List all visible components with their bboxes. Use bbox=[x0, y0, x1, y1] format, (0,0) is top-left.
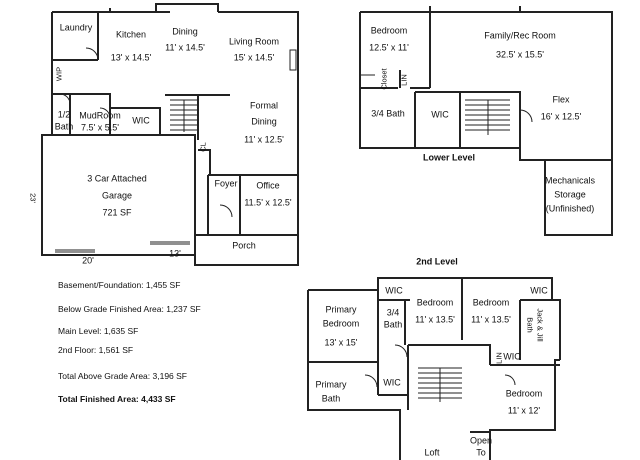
mech-label-2: Storage bbox=[554, 189, 586, 200]
stat-second-floor: 2nd Floor: 1,561 SF bbox=[58, 345, 134, 355]
bath34-label: 3/4 bbox=[386, 307, 400, 318]
garage-size: 721 SF bbox=[102, 207, 132, 218]
open-to-label-2: To bbox=[476, 447, 486, 458]
bedroom-c-size: 11' x 12' bbox=[507, 405, 541, 416]
half-bath-label-2: Bath bbox=[54, 121, 74, 132]
porch-label: Porch bbox=[232, 240, 256, 251]
primary-bedroom-label: Primary bbox=[325, 304, 357, 315]
bedroom-c-label: Bedroom bbox=[505, 388, 543, 399]
lower-bedroom-size: 12.5' x 11' bbox=[369, 42, 409, 53]
stat-main-level: Main Level: 1,635 SF bbox=[58, 326, 139, 336]
mech-label-3: (Unfinished) bbox=[545, 203, 595, 214]
second-wic-top-label: WIC bbox=[385, 285, 403, 296]
living-room-size: 15' x 14.5' bbox=[233, 52, 275, 63]
second-wic-mid-label: WIC bbox=[503, 351, 521, 362]
dining-size: 11' x 14.5' bbox=[165, 42, 205, 53]
garage-label-2: Garage bbox=[101, 190, 133, 201]
stat-total: Total Finished Area: 4,433 SF bbox=[58, 394, 176, 404]
primary-bath-label: Primary bbox=[315, 379, 347, 390]
stat-above-grade: Total Above Grade Area: 3,196 SF bbox=[58, 371, 187, 381]
stat-basement: Basement/Foundation: 1,455 SF bbox=[58, 280, 181, 290]
second-level-walls bbox=[307, 277, 561, 460]
formal-dining-size: 11' x 12.5' bbox=[244, 134, 284, 145]
wip-label: WIP bbox=[54, 66, 64, 82]
primary-bath-label-2: Bath bbox=[321, 393, 341, 404]
loft-label: Loft bbox=[424, 447, 440, 458]
stat-below-grade: Below Grade Finished Area: 1,237 SF bbox=[58, 304, 201, 314]
lower-bedroom-label: Bedroom bbox=[370, 25, 408, 36]
kitchen-size: 13' x 14.5' bbox=[110, 52, 152, 63]
dining-label: Dining bbox=[172, 26, 198, 37]
main-level-details bbox=[55, 47, 297, 253]
lower-level-details bbox=[360, 74, 533, 135]
garage-dim-bottom: 20' bbox=[82, 255, 94, 266]
second-wic-right-label: WIC bbox=[530, 285, 548, 296]
half-bath-label-1: 1/2 bbox=[57, 109, 71, 120]
primary-bedroom-size: 13' x 15' bbox=[324, 337, 358, 348]
lower-bath-label: 3/4 Bath bbox=[371, 108, 405, 119]
mech-label: Mechanicals bbox=[544, 175, 596, 186]
bath34-label-2: Bath bbox=[383, 319, 403, 330]
second-lin-label: LIN bbox=[494, 352, 504, 364]
office-size: 11.5' x 12.5' bbox=[244, 197, 292, 208]
lower-level-walls bbox=[359, 6, 613, 236]
cl-label: CL bbox=[198, 142, 208, 152]
primary-wic-label: WIC bbox=[383, 377, 401, 388]
second-level-details bbox=[364, 344, 516, 402]
family-rec-size: 32.5' x 15.5' bbox=[496, 49, 544, 60]
laundry-label: Laundry bbox=[59, 22, 93, 33]
mudroom-label: MudRoom bbox=[79, 110, 121, 121]
family-rec-label: Family/Rec Room bbox=[484, 30, 556, 41]
lower-wic-label: WIC bbox=[431, 109, 449, 120]
office-label: Office bbox=[256, 180, 280, 191]
lower-closet-label: Closet bbox=[379, 68, 389, 90]
primary-bedroom-label-2: Bedroom bbox=[322, 318, 360, 329]
kitchen-label: Kitchen bbox=[115, 29, 147, 40]
living-room-label: Living Room bbox=[228, 36, 280, 47]
bedroom-b-size: 11' x 13.5' bbox=[471, 314, 511, 325]
garage-dim-side: 23' bbox=[28, 193, 38, 203]
flex-label: Flex bbox=[552, 94, 570, 105]
lower-level-title: Lower Level bbox=[422, 152, 476, 163]
bedroom-a-label: Bedroom bbox=[416, 297, 454, 308]
garage-dim-door: 13' bbox=[169, 248, 181, 259]
open-to-label: Open bbox=[469, 435, 493, 446]
bedroom-a-size: 11' x 13.5' bbox=[415, 314, 455, 325]
second-level-title: 2nd Level bbox=[416, 256, 458, 267]
main-wic-label: WIC bbox=[132, 115, 150, 126]
bedroom-b-label: Bedroom bbox=[472, 297, 510, 308]
formal-dining-label-2: Dining bbox=[251, 116, 277, 127]
jack-jill-label-2: Bath bbox=[525, 317, 535, 333]
foyer-label: Foyer bbox=[214, 178, 238, 189]
flex-size: 16' x 12.5' bbox=[540, 111, 582, 122]
lower-lin-label: LIN bbox=[399, 74, 409, 86]
formal-dining-label: Formal bbox=[249, 100, 279, 111]
mudroom-size: 7.5' x 5.5' bbox=[81, 122, 119, 133]
garage-label: 3 Car Attached bbox=[87, 173, 147, 184]
jack-jill-label: Jack & Jill bbox=[535, 308, 545, 342]
